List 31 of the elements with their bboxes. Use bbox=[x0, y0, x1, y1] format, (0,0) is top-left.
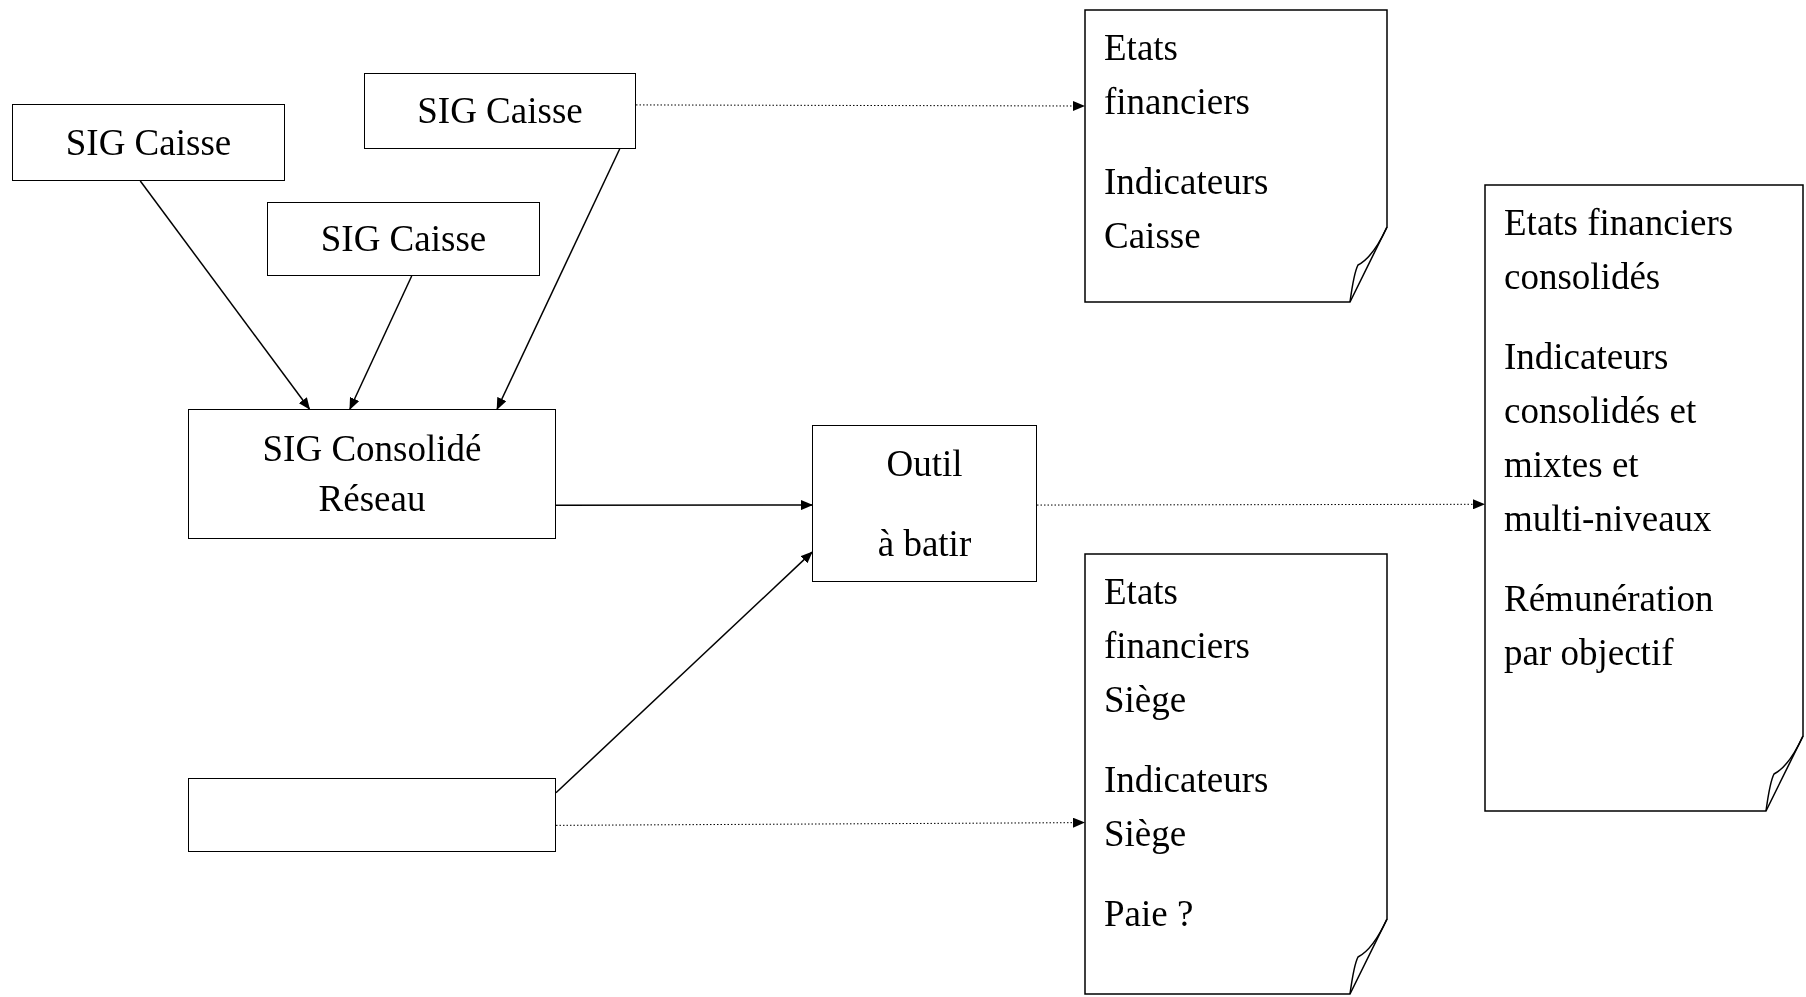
box-label: SIG Caisse bbox=[320, 217, 487, 261]
process-box bbox=[812, 425, 1037, 582]
document-text: Indicateurs Siège bbox=[1104, 758, 1270, 856]
process-box bbox=[364, 73, 636, 149]
document-text: Etats financiers Siège bbox=[1104, 570, 1251, 722]
arrow bbox=[139, 180, 311, 410]
document-text: Etats financiers bbox=[1104, 26, 1251, 124]
process-box bbox=[12, 104, 285, 181]
box-label: SIG Caisse bbox=[65, 120, 232, 165]
arrow bbox=[555, 817, 1085, 828]
arrow bbox=[555, 500, 813, 511]
document-text: Paie ? bbox=[1104, 892, 1195, 936]
box-label: à batir bbox=[877, 521, 972, 566]
arrow bbox=[1036, 499, 1485, 510]
box-label: SIG Consolidé Réseau bbox=[261, 427, 483, 521]
arrow bbox=[635, 101, 1085, 111]
process-box bbox=[188, 778, 556, 852]
document-shape bbox=[1084, 9, 1388, 303]
document-text: Etats financiers consolidés bbox=[1504, 201, 1735, 299]
arrow bbox=[555, 551, 813, 794]
document-shape bbox=[1484, 184, 1804, 812]
arrow bbox=[496, 148, 621, 410]
process-box bbox=[267, 202, 540, 276]
document-text: Indicateurs consolidés et mixtes et multi-niveaux bbox=[1504, 335, 1713, 541]
arrow bbox=[349, 275, 413, 410]
process-box bbox=[188, 409, 556, 539]
document-shape bbox=[1084, 553, 1388, 995]
box-label: SIG Caisse bbox=[417, 89, 583, 133]
box-label: Outil bbox=[886, 441, 963, 486]
document-text: Rémunération par objectif bbox=[1504, 577, 1715, 675]
document-text: Indicateurs Caisse bbox=[1104, 160, 1270, 258]
